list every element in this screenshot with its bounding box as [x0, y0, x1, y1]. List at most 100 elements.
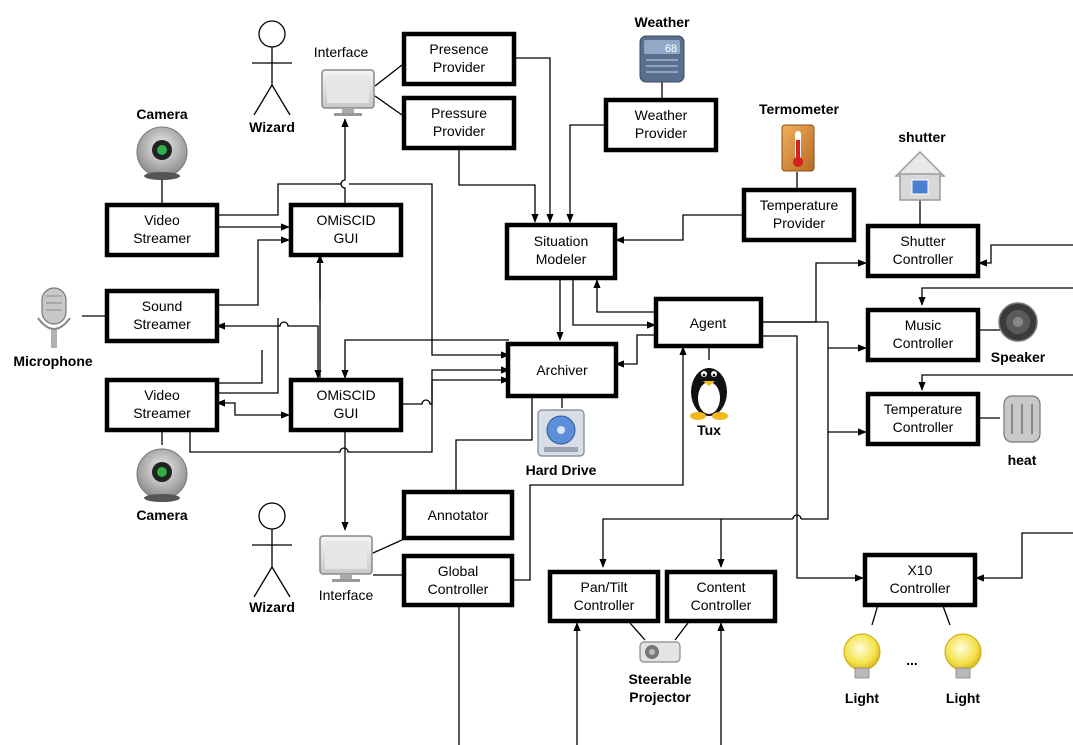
omiscid-gui-bottom-box: OMiSCID GUI: [288, 377, 404, 433]
heater-icon: [1003, 395, 1041, 443]
wire-annotator-to-archiver: [455, 389, 536, 490]
svg-text:GUI: GUI: [334, 405, 359, 421]
projector-label: Projector: [629, 689, 691, 705]
monitor-icon: [321, 69, 375, 116]
camera-bottom-label: Camera: [136, 507, 188, 523]
monitor-icon: [319, 535, 373, 582]
svg-text:X10: X10: [908, 562, 933, 578]
svg-text:GUI: GUI: [334, 230, 359, 246]
weather-label: Weather: [635, 14, 691, 30]
svg-text:Weather: Weather: [635, 107, 688, 123]
interface-bottom-label: Interface: [319, 587, 374, 603]
svg-text:Controller: Controller: [691, 597, 752, 613]
svg-text:Temperature: Temperature: [884, 401, 963, 417]
sound-streamer-box: Sound Streamer: [104, 288, 220, 344]
presence-provider-box: Presence Provider: [401, 31, 517, 87]
hard-drive-icon: [537, 409, 585, 457]
camera-top-label: Camera: [136, 106, 188, 122]
weather-widget-icon: 68: [639, 35, 685, 83]
svg-text:Presence: Presence: [429, 41, 488, 57]
webcam-icon: [136, 448, 188, 502]
wire-temperature-to-modeler: [615, 214, 744, 244]
svg-text:Streamer: Streamer: [133, 405, 191, 421]
wire-interface-to-annotator: [372, 539, 403, 554]
situation-modeler-box: Situation Modeler: [504, 222, 618, 281]
wire-agent-to-x10: [762, 335, 864, 582]
svg-text:Music: Music: [905, 317, 942, 333]
wire-agent-to-projector-ctrls: [603, 432, 829, 567]
video-streamer-top-box: Video Streamer: [104, 202, 220, 258]
svg-text:Controller: Controller: [428, 581, 489, 597]
svg-text:Controller: Controller: [893, 419, 954, 435]
speaker-icon: [998, 302, 1038, 342]
wire-sound-to-omiscid: [217, 236, 290, 306]
omiscid-gui-top-box: OMiSCID GUI: [288, 202, 404, 258]
tux-penguin-icon: [690, 368, 728, 420]
wire-agent-to-modeler: [593, 279, 655, 313]
pressure-provider-box: Pressure Provider: [401, 95, 517, 151]
wire-agent-to-archiver: [615, 334, 655, 368]
wire-agent-to-tempctrl: [827, 348, 867, 436]
wire-omiscid-to-interface: [340, 118, 349, 205]
music-controller-box: Music Controller: [865, 307, 981, 363]
wire-modeler-to-agent: [572, 280, 656, 329]
svg-text:Sound: Sound: [142, 298, 182, 314]
svg-text:Content: Content: [696, 579, 745, 595]
wire-video-bottom-to-omiscid-top: [217, 318, 279, 394]
connection-lines: [82, 57, 1073, 745]
svg-text:Controller: Controller: [890, 580, 951, 596]
light-bulb-icon: [843, 633, 881, 679]
svg-text:Video: Video: [144, 212, 180, 228]
speaker-label: Speaker: [991, 349, 1046, 365]
wizard-bottom-label: Wizard: [249, 599, 295, 615]
svg-text:OMiSCID: OMiSCID: [316, 212, 375, 228]
wire-right-to-tempctrl: [918, 374, 1073, 391]
wire-video-omiscid-bottom: [216, 399, 290, 419]
svg-text:Shutter: Shutter: [900, 233, 945, 249]
wire-presence-to-modeler: [514, 57, 554, 223]
wizard-top-label: Wizard: [249, 119, 295, 135]
wire-sound-omiscid-bottom: [216, 321, 322, 379]
microphone-icon: [37, 287, 71, 348]
hard-drive-label: Hard Drive: [526, 462, 597, 478]
svg-text:Temperature: Temperature: [760, 197, 839, 213]
svg-text:Streamer: Streamer: [133, 316, 191, 332]
light-left-label: Light: [845, 690, 880, 706]
svg-text:Global: Global: [438, 563, 478, 579]
heat-label: heat: [1008, 452, 1037, 468]
agent-box: Agent: [653, 296, 764, 349]
wire-weather-to-modeler: [566, 124, 606, 223]
svg-text:Agent: Agent: [690, 315, 727, 331]
global-controller-box: Global Controller: [401, 553, 515, 608]
steerable-label: Steerable: [628, 671, 691, 687]
content-controller-box: Content Controller: [664, 569, 778, 624]
microphone-label: Microphone: [13, 353, 93, 369]
webcam-icon: [136, 126, 188, 180]
temperature-provider-box: Temperature Provider: [741, 187, 857, 243]
wizard-stick-figure-icon: [252, 502, 292, 598]
wire-right-to-shutter: [978, 244, 1073, 267]
x10-controller-box: X10 Controller: [862, 552, 978, 608]
video-streamer-bottom-box: Video Streamer: [104, 377, 220, 433]
svg-text:Archiver: Archiver: [536, 362, 588, 378]
thermometer-icon: [781, 124, 815, 172]
shutter-controller-box: Shutter Controller: [865, 223, 981, 279]
wire-global-to-agent: [512, 346, 687, 581]
svg-text:Provider: Provider: [433, 123, 485, 139]
svg-text:Situation: Situation: [534, 233, 588, 249]
temperature-controller-box: Temperature Controller: [865, 391, 981, 447]
ellipsis-label: ...: [906, 652, 918, 668]
termometer-label: Termometer: [759, 101, 839, 117]
wire-pressure-to-modeler: [458, 148, 539, 223]
svg-text:OMiSCID: OMiSCID: [316, 387, 375, 403]
svg-text:Annotator: Annotator: [428, 507, 489, 523]
wire-agent-to-music: [762, 321, 867, 352]
svg-text:Pan/Tilt: Pan/Tilt: [581, 579, 628, 595]
interface-top-label: Interface: [314, 44, 369, 60]
svg-text:Controller: Controller: [893, 251, 954, 267]
pan-tilt-controller-box: Pan/Tilt Controller: [547, 569, 661, 624]
svg-text:Pressure: Pressure: [431, 105, 487, 121]
house-shutter-icon: [894, 150, 946, 201]
svg-text:Provider: Provider: [773, 215, 825, 231]
